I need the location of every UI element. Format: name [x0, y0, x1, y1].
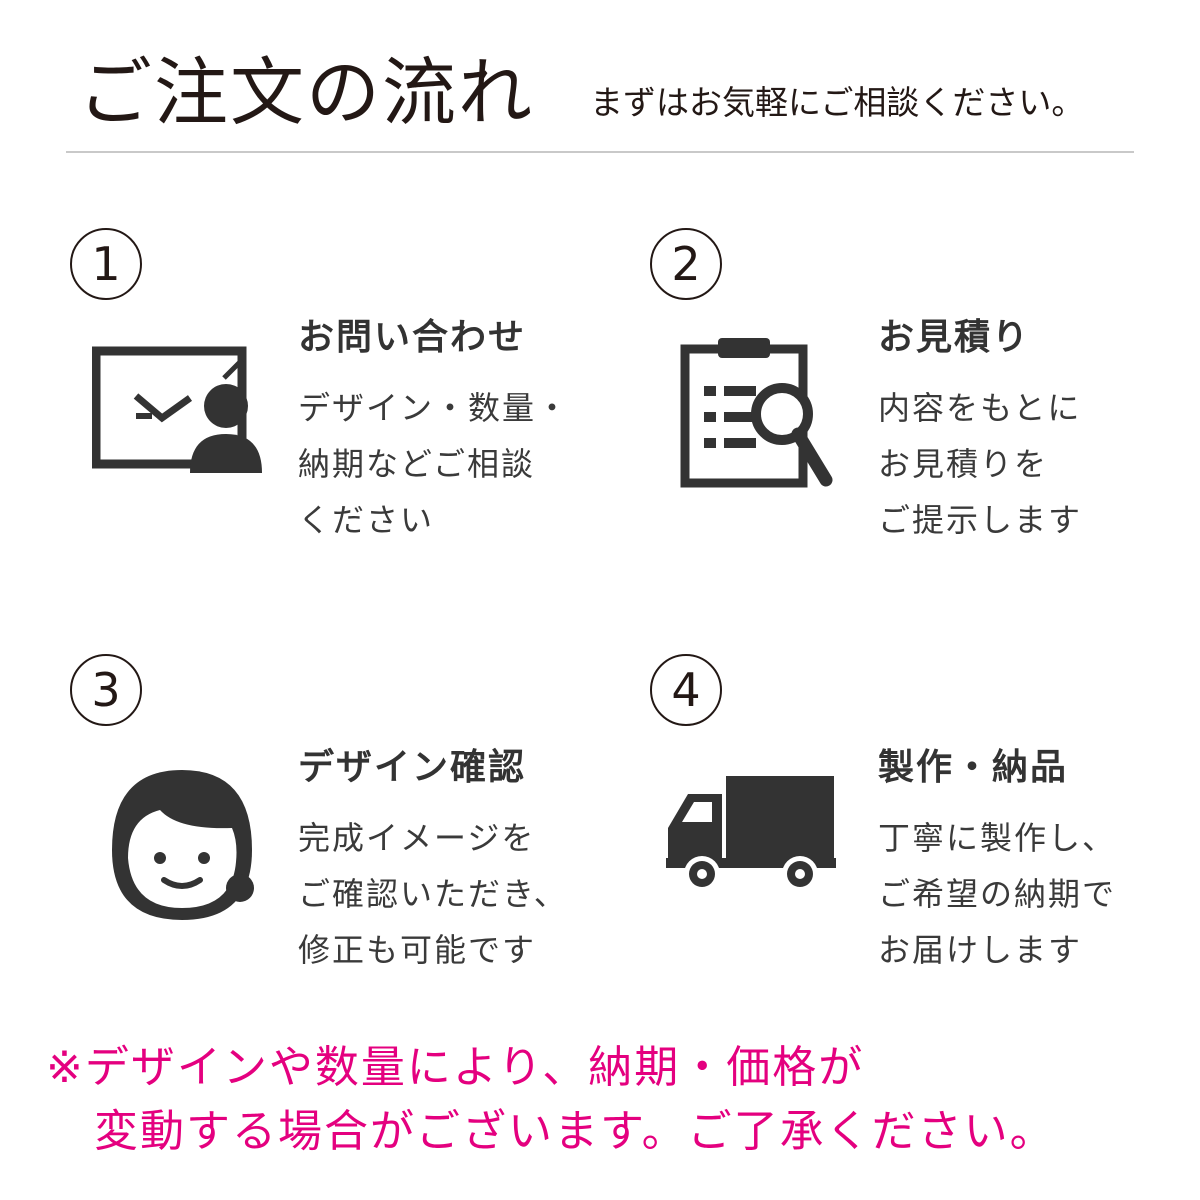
person-face-icon: [112, 770, 254, 920]
step-desc-line: 内容をもとに: [878, 389, 1082, 427]
step-2: 2 お見積り 内容をもとに お見積りを ご提示します: [650, 228, 1200, 608]
step-desc-line: ご提示します: [878, 501, 1083, 539]
header-divider: [66, 151, 1134, 153]
step-number-2: 2: [650, 228, 722, 300]
step-3: 3 デザイン確認 完成イメージを ご確認いただき、 修正も可能です: [70, 654, 630, 1034]
step-desc-line: ご確認いただき、: [298, 875, 568, 913]
step-desc-line: 納期などご相談: [298, 445, 536, 483]
page-title: ご注文の流れ: [78, 50, 534, 136]
step-desc-1: デザイン・数量・ 納期などご相談 ください: [298, 380, 570, 548]
step-desc-line: 丁寧に製作し、: [878, 819, 1117, 857]
step-desc-line: お届けします: [878, 931, 1083, 969]
step-1: 1 お問い合わせ デザイン・数量・ 納期などご相談 ください: [70, 228, 630, 608]
delivery-truck-icon: [666, 776, 836, 892]
step-number-4: 4: [650, 654, 722, 726]
step-title-4: 製作・納品: [878, 747, 1069, 788]
clipboard-search-icon: [680, 338, 833, 488]
step-title-2: お見積り: [878, 317, 1031, 358]
step-desc-line: ください: [298, 501, 435, 539]
presentation-contact-icon: [92, 346, 262, 473]
notice-text: ※デザインや数量により、納期・価格が 変動する場合がございます。ご了承ください。: [46, 1036, 1166, 1164]
header: ご注文の流れ まずはお気軽にご相談ください。: [70, 48, 1140, 138]
step-desc-line: 修正も可能です: [298, 931, 537, 969]
step-desc-line: デザイン・数量・: [298, 389, 571, 427]
step-desc-line: お見積りを: [878, 445, 1049, 483]
step-number-3: 3: [70, 654, 142, 726]
step-desc-4: 丁寧に製作し、 ご希望の納期で お届けします: [878, 810, 1116, 978]
step-title-3: デザイン確認: [298, 747, 527, 788]
step-desc-line: 完成イメージを: [298, 819, 536, 857]
step-desc-3: 完成イメージを ご確認いただき、 修正も可能です: [298, 810, 568, 978]
notice-line-1: ※デザインや数量により、納期・価格が: [46, 1042, 865, 1093]
notice-line-2: 変動する場合がございます。ご了承ください。: [94, 1106, 1056, 1157]
step-desc-line: ご希望の納期で: [878, 875, 1117, 913]
page-subtitle: まずはお気軽にご相談ください。: [590, 83, 1085, 122]
step-desc-2: 内容をもとに お見積りを ご提示します: [878, 380, 1082, 548]
step-4: 4 製作・納品 丁寧に製作し、 ご希望の納期で お届けします: [650, 654, 1200, 1034]
step-number-1: 1: [70, 228, 142, 300]
step-title-1: お問い合わせ: [298, 317, 527, 358]
